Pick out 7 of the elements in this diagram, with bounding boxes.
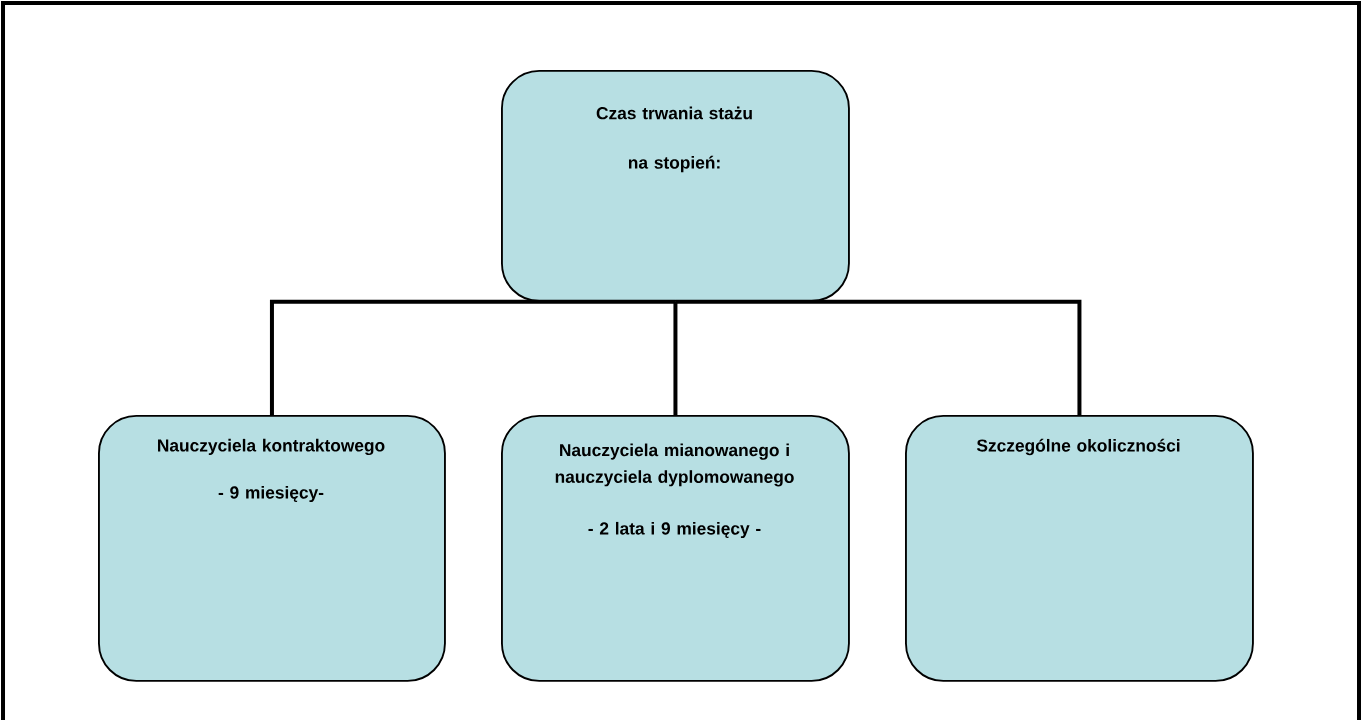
rounded-box: Czas trwania stażu na stopień:	[501, 70, 850, 302]
rounded-box: Nauczyciela kontraktowego - 9 miesięcy-	[98, 415, 446, 682]
rounded-box: Nauczyciela mianowanego i nauczyciela dyplomowanego - 2 lata i 9 miesięcy -	[501, 415, 850, 682]
connector	[675, 299, 1082, 415]
connector	[673, 301, 678, 415]
rounded-box: Szczególne okoliczności	[905, 415, 1254, 682]
connector	[269, 299, 676, 415]
